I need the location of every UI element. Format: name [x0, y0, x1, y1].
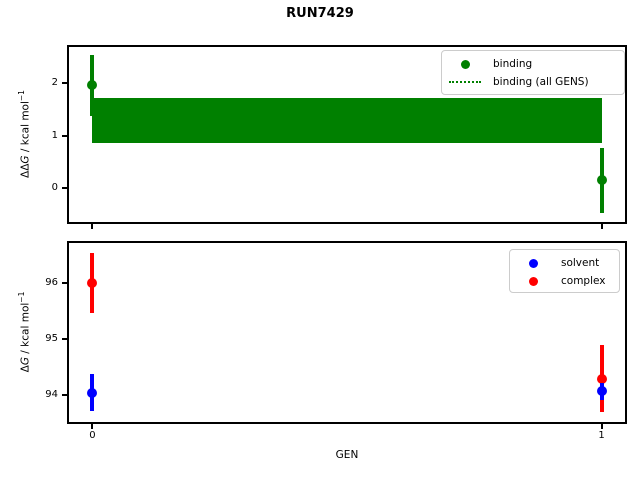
y-tick-label: 2 [51, 76, 58, 88]
binding-point-gen1 [596, 175, 607, 186]
binding-point-gen0 [87, 80, 98, 91]
legend-binding: binding binding (all GENS) [441, 50, 625, 95]
complex-point-gen1 [596, 373, 607, 384]
y-tick-label: 94 [45, 389, 58, 401]
binding-all-gens-swatch [449, 81, 481, 83]
ylabel-superscript: −1 [16, 291, 26, 303]
solvent-marker-swatch [517, 258, 549, 268]
x-tick [600, 224, 603, 229]
solvent-point-gen1 [596, 386, 607, 397]
legend-label-binding: binding [493, 58, 533, 70]
x-axis-label: GEN [335, 449, 359, 461]
y-axis-label-dg: ΔG / kcal mol−1 [17, 292, 32, 373]
x-tick-label: 0 [89, 430, 96, 441]
x-tick-label: 1 [598, 430, 605, 441]
y-tick [62, 281, 67, 284]
legend-label-binding-all-gens: binding (all GENS) [493, 76, 589, 88]
ylabel-symbol: G [19, 155, 32, 164]
y-tick [62, 394, 67, 397]
ylabel-unit: / kcal mol [19, 302, 32, 358]
x-tick [91, 424, 94, 429]
legend-item-complex: complex [517, 272, 612, 290]
legend-label-solvent: solvent [561, 257, 600, 269]
figure-title: RUN7429 [286, 6, 354, 21]
ylabel-symbol: G [19, 357, 32, 366]
y-tick [62, 134, 67, 137]
red-dot-icon [528, 276, 538, 286]
y-tick-label: 95 [45, 332, 58, 344]
y-tick-label: 96 [45, 276, 58, 288]
legend-dg: solvent complex [509, 249, 620, 293]
x-tick [600, 424, 603, 429]
ylabel-superscript: −1 [16, 90, 26, 102]
y-axis-label-binding: ΔΔG / kcal mol−1 [17, 90, 32, 178]
x-tick [91, 224, 94, 229]
complex-marker-swatch [517, 276, 549, 286]
y-tick-label: 0 [51, 182, 58, 194]
legend-label-complex: complex [561, 275, 606, 287]
y-tick [62, 81, 67, 84]
legend-item-binding: binding [449, 55, 617, 73]
legend-item-binding-all-gens: binding (all GENS) [449, 73, 617, 91]
complex-point-gen0 [87, 277, 98, 288]
ylabel-delta: ΔΔ [19, 163, 32, 178]
ylabel-unit: / kcal mol [19, 101, 32, 156]
y-tick [62, 337, 67, 340]
y-tick [62, 187, 67, 190]
solvent-point-gen0 [87, 387, 98, 398]
green-dotted-line-icon [449, 81, 481, 83]
ylabel-delta: Δ [19, 365, 32, 373]
binding-marker-swatch [449, 59, 481, 69]
green-dot-icon [460, 59, 470, 69]
y-tick-label: 1 [51, 129, 58, 141]
blue-dot-icon [528, 258, 538, 268]
uncertainty-band [92, 97, 602, 143]
legend-item-solvent: solvent [517, 254, 612, 272]
